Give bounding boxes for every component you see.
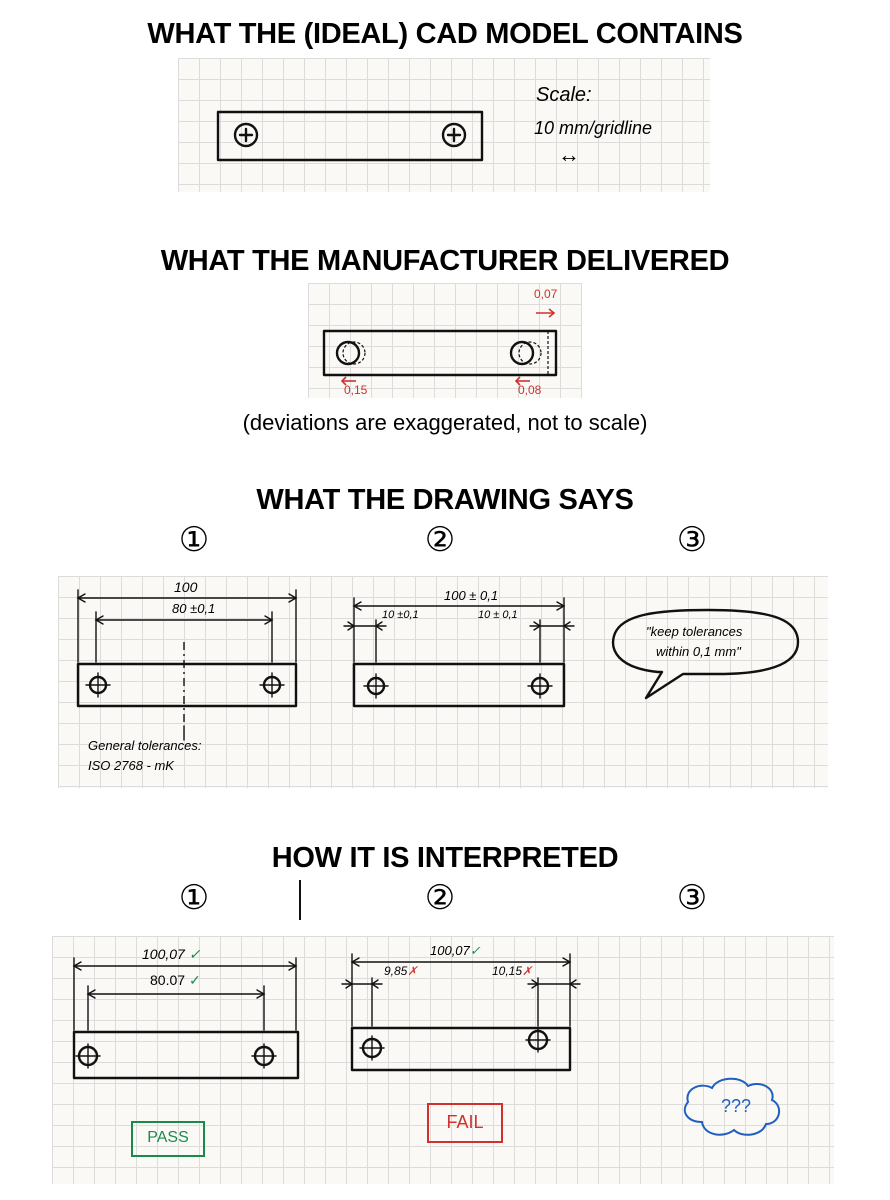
drawing-heading: WHAT THE DRAWING SAYS xyxy=(256,484,634,516)
i1-overall-check-icon: ✓ xyxy=(188,946,201,962)
scale-value: 10 mm/gridline xyxy=(534,118,653,138)
pass-stamp: PASS xyxy=(147,1129,189,1146)
fail-stamp: FAIL xyxy=(446,1112,484,1132)
d3-quote-line1: "keep tolerances xyxy=(646,624,743,639)
general-tolerances-standard: ISO 2768 - mK xyxy=(88,758,174,773)
interpreted-heading: HOW IT IS INTERPRETED xyxy=(271,842,619,874)
divider xyxy=(299,880,301,920)
d2-right-dim: 10 ± 0,1 xyxy=(478,609,518,621)
scale-arrow-icon: ↔ xyxy=(558,142,580,167)
i2-right-cross-icon: ✗ xyxy=(522,964,533,978)
delivered-bar xyxy=(322,308,558,386)
i2-overall-check-icon: ✓ xyxy=(469,943,481,958)
cad-heading: WHAT THE (IDEAL) CAD MODEL CONTAINS xyxy=(147,18,743,50)
deviation-note: (deviations are exaggerated, not to scal… xyxy=(242,410,648,435)
scale-label: Scale: xyxy=(536,84,592,106)
drawing-sketch: 100 80 ±0,1 General tolerances: ISO 2768… xyxy=(58,576,828,788)
deviation-right-label: 0,07 xyxy=(534,287,558,301)
deviation-left-label: 0,15 xyxy=(344,383,368,397)
d1-hole-dim: 80 ±0,1 xyxy=(172,601,216,616)
drawing-number-3: ③ xyxy=(676,520,708,560)
d2-overall-dim: 100 ± 0,1 xyxy=(444,588,499,603)
drawing-number-1: ① xyxy=(178,520,210,560)
interpreted-diagrams xyxy=(72,953,781,1157)
i1-overall-dim: 100,07 ✓ xyxy=(142,946,201,962)
delivered-heading: WHAT THE MANUFACTURER DELIVERED xyxy=(160,245,730,277)
i2-right-dim: 10,15✗ xyxy=(492,964,533,978)
delivered-sketch: 0,07 0,15 0,08 xyxy=(308,283,582,398)
interpreted-number-2: ② xyxy=(424,878,456,918)
d2-left-dim: 10 ±0,1 xyxy=(382,609,419,621)
cad-bar xyxy=(216,110,484,162)
i2-overall-dim: 100,07✓ xyxy=(430,943,481,958)
interpreted-number-1: ① xyxy=(178,878,210,918)
interpreted-sketch: 100,07 ✓ 80.07 ✓ PASS 100,07✓ 9,85✗ 10,1… xyxy=(52,936,834,1184)
unknown-cloud: ??? xyxy=(720,1096,752,1116)
i1-hole-dim: 80.07 ✓ xyxy=(150,972,201,988)
cad-sketch: Scale: 10 mm/gridline ↔ xyxy=(178,58,710,192)
interpreted-number-3: ③ xyxy=(676,878,708,918)
i1-hole-check-icon: ✓ xyxy=(188,972,201,988)
i2-left-cross-icon: ✗ xyxy=(407,964,418,978)
deviation-hole-label: 0,08 xyxy=(518,383,542,397)
drawing-number-2: ② xyxy=(424,520,456,560)
drawing-diagrams xyxy=(76,589,800,741)
d1-overall-dim: 100 xyxy=(174,579,198,595)
general-tolerances-label: General tolerances: xyxy=(88,738,202,753)
d3-quote-line2: within 0,1 mm" xyxy=(656,644,741,659)
i2-left-dim: 9,85✗ xyxy=(384,964,418,978)
